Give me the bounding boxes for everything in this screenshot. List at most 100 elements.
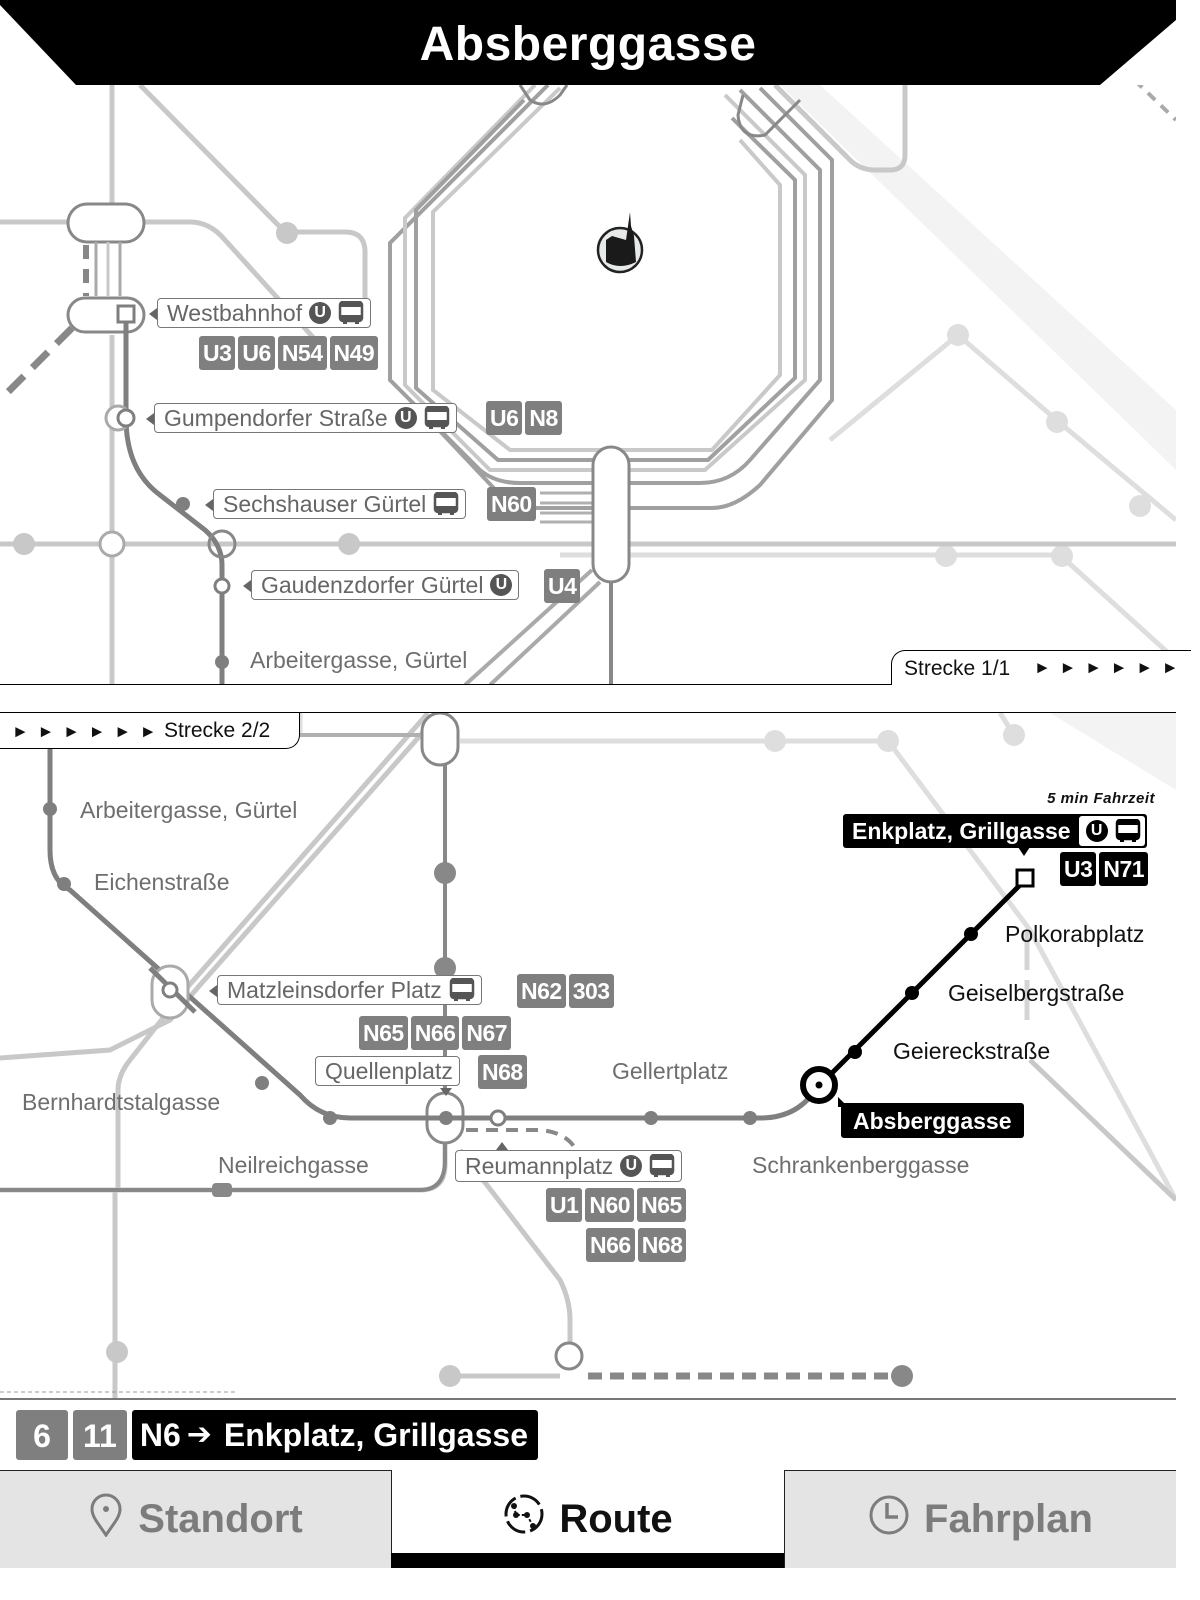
tab-standort[interactable]: Standort: [0, 1470, 392, 1568]
line-badges-gaudenzdorfer: U4: [544, 569, 581, 603]
route-bar: 6 11 N6 ➔ Enkplatz, Grillgasse: [16, 1410, 538, 1460]
dashed-link-reumannplatz: [466, 1128, 577, 1150]
stop-geiereckstrasse[interactable]: [848, 1045, 862, 1059]
station-name: Quellenplatz: [325, 1057, 453, 1084]
stop-matzleinsdorfer-platz[interactable]: [161, 981, 179, 999]
line-badge[interactable]: N60: [487, 487, 536, 521]
stop-polkorabplatz[interactable]: [964, 927, 978, 941]
dashed-corner-line: [1136, 85, 1176, 122]
u-bahn-icon: U: [394, 407, 417, 429]
station-label-reumannplatz[interactable]: Reumannplatz U: [455, 1142, 683, 1182]
line-badge[interactable]: U6: [486, 401, 523, 435]
station-label-arbeitergasse[interactable]: Arbeitergasse, Gürtel: [244, 647, 474, 674]
line-badge[interactable]: N71: [1099, 852, 1149, 886]
line-badge[interactable]: N49: [329, 336, 379, 370]
tab-label: Route: [559, 1496, 673, 1541]
stop-schrankenberggasse[interactable]: [743, 1111, 757, 1125]
segment-tab-2[interactable]: ► ► ► ► ► ► Strecke 2/2: [0, 713, 300, 749]
line-badges-matzleinsdorf-row1: N62 303: [517, 974, 614, 1008]
travel-time: 5 min Fahrzeit: [1047, 790, 1155, 807]
stop-gellertplatz[interactable]: [644, 1111, 658, 1125]
line-badge[interactable]: U3: [199, 336, 236, 370]
map-section-1[interactable]: Westbahnhof U U3 U6 N54 N49 Gumpendorfer…: [0, 85, 1176, 685]
line-badge[interactable]: N60: [585, 1188, 635, 1222]
station-label-schrankenberggasse[interactable]: Schrankenberggasse: [752, 1152, 970, 1178]
light-stops: [764, 724, 1025, 752]
stop-reumannplatz[interactable]: [489, 1109, 507, 1127]
line-badge-6[interactable]: 6: [16, 1410, 68, 1460]
line-badge[interactable]: N67: [462, 1016, 512, 1050]
clock-icon: [868, 1494, 910, 1546]
station-label-arbeitergasse[interactable]: Arbeitergasse, Gürtel: [80, 797, 298, 823]
line-badge[interactable]: N62: [517, 974, 566, 1008]
station-label-westbahnhof[interactable]: Westbahnhof U: [149, 298, 372, 328]
line-badge[interactable]: N65: [359, 1016, 408, 1050]
stop-eichenstrasse[interactable]: [57, 877, 71, 891]
stop-neilreichgasse[interactable]: [212, 1183, 232, 1197]
stop-enkplatz[interactable]: [1015, 868, 1035, 888]
stop-sechshauser[interactable]: [176, 497, 190, 511]
line-badge[interactable]: 303: [568, 974, 614, 1008]
line-badges-gumpendorfer: U6 N8: [486, 401, 562, 435]
current-stop-label[interactable]: Absberggasse: [841, 1103, 1024, 1138]
station-label-gellertplatz[interactable]: Gellertplatz: [612, 1058, 729, 1084]
vertical-line-stop: [434, 862, 456, 884]
line-badge[interactable]: N66: [410, 1016, 460, 1050]
label-pointer: [205, 499, 213, 511]
line-badge[interactable]: N68: [637, 1228, 687, 1262]
station-label-gumpendorfer-strasse[interactable]: Gumpendorfer Straße U: [146, 403, 457, 433]
destination-pointer: [1018, 847, 1030, 856]
line-badge[interactable]: U3: [1060, 852, 1097, 886]
line-badges-matzleinsdorf-row2: N65 N66 N67: [359, 1016, 512, 1050]
station-label-polkorabplatz[interactable]: Polkorabplatz: [1005, 921, 1145, 947]
stop-bernhardtstalgasse[interactable]: [255, 1076, 269, 1090]
bus-icon: [433, 491, 459, 516]
station-label-geiselbergstrasse[interactable]: Geiselbergstraße: [948, 980, 1125, 1006]
stop-westbahnhof[interactable]: [116, 304, 136, 324]
station-label-gaudenzdorfer-guertel[interactable]: Gaudenzdorfer Gürtel U: [243, 570, 520, 600]
stop-geiselbergstrasse[interactable]: [905, 986, 919, 1000]
destination-label[interactable]: Enkplatz, Grillgasse U: [843, 814, 1147, 848]
line-badge[interactable]: U1: [546, 1188, 583, 1222]
line-badge[interactable]: N68: [478, 1055, 527, 1089]
stop-arbeitergasse[interactable]: [215, 655, 229, 669]
station-label-bernhardtstalgasse[interactable]: Bernhardtstalgasse: [22, 1089, 221, 1115]
network-map-top: [0, 85, 1176, 685]
segment-tab-1[interactable]: Strecke 1/1 ► ► ► ► ► ►: [891, 650, 1191, 685]
stop-arbeitergasse-2[interactable]: [43, 802, 57, 816]
stop-gaudenzdorfer[interactable]: [213, 577, 231, 595]
station-label-matzleinsdorfer-platz[interactable]: Matzleinsdorfer Platz: [209, 975, 482, 1005]
map-section-2[interactable]: Arbeitergasse, Gürtel Eichenstraße Matzl…: [0, 713, 1176, 1399]
tab-fahrplan[interactable]: Fahrplan: [784, 1470, 1176, 1568]
station-label-quellenplatz[interactable]: Quellenplatz: [315, 1056, 460, 1086]
line-badge[interactable]: U4: [544, 569, 581, 603]
station-label-sechshauser-guertel[interactable]: Sechshauser Gürtel: [205, 489, 467, 519]
tab-route[interactable]: Route: [392, 1470, 784, 1568]
line-badge[interactable]: U6: [238, 336, 275, 370]
station-name: Matzleinsdorfer Platz: [227, 976, 442, 1003]
current-stop-pointer: [838, 1097, 848, 1107]
tab-label: Fahrplan: [924, 1497, 1093, 1541]
stop-neilreich-route[interactable]: [323, 1111, 337, 1125]
station-label-neilreichgasse[interactable]: Neilreichgasse: [218, 1152, 369, 1178]
station-label-eichenstrasse[interactable]: Eichenstraße: [94, 869, 230, 895]
neilreich-line: [0, 1140, 447, 1192]
map-bottom-border: [0, 1398, 1176, 1400]
light-lines-right: [560, 331, 1176, 662]
active-route-badge[interactable]: N6 ➔ Enkplatz, Grillgasse: [131, 1410, 538, 1460]
line-badges-reumannplatz-row1: U1 N60 N65: [546, 1188, 686, 1222]
line-badge[interactable]: N66: [586, 1228, 635, 1262]
stop-gumpendorfer[interactable]: [116, 408, 136, 428]
line-badge[interactable]: N8: [525, 401, 562, 435]
stop-transfer-circle: [98, 530, 126, 558]
station-name: Gumpendorfer Straße: [164, 404, 388, 431]
line-badge[interactable]: N54: [277, 336, 327, 370]
light-stops-right: [935, 324, 1151, 567]
station-name: Gaudenzdorfer Gürtel: [261, 571, 484, 598]
line-badge-11[interactable]: 11: [73, 1410, 127, 1460]
westbahnhof-capsules: [0, 202, 146, 403]
bus-icon: [649, 1153, 675, 1178]
stop-quellenplatz[interactable]: [439, 1111, 453, 1125]
station-label-geiereckstrasse[interactable]: Geiereckstraße: [893, 1038, 1051, 1064]
line-badge[interactable]: N65: [637, 1188, 686, 1222]
